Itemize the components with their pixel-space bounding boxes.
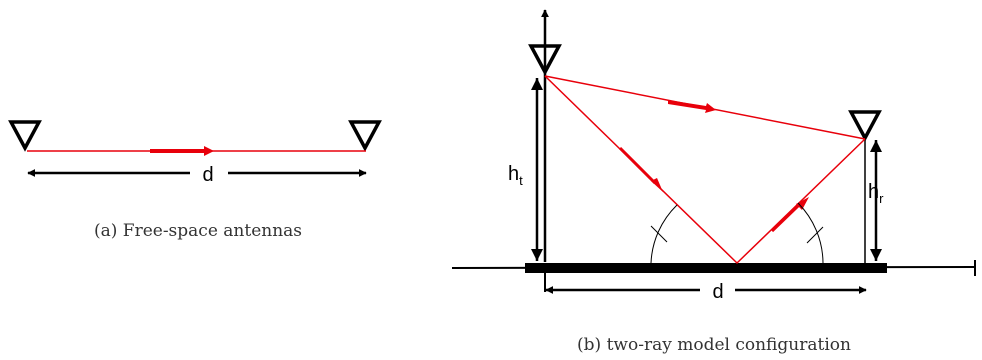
incidence-angle-arc <box>650 204 678 264</box>
receiver-antenna-icon-b <box>848 110 882 142</box>
rx-height-subscript: r <box>879 191 884 206</box>
transmitter-antenna-icon-b <box>528 44 562 76</box>
panel-a: d (a) Free-space antennas <box>8 120 382 241</box>
ground-plane <box>525 263 887 273</box>
panel-b: ht hr d (b) two-ray model configuration <box>451 9 976 355</box>
tx-height-subscript: t <box>519 173 523 188</box>
distance-label-b: d <box>712 281 723 303</box>
tx-height-arrow-top <box>531 78 543 90</box>
tx-height-arrow-bottom <box>531 249 543 261</box>
caption-a: (a) Free-space antennas <box>94 221 302 241</box>
reflection-angle-arc <box>797 202 824 264</box>
incident-ray-arrow <box>618 146 663 192</box>
receiver-antenna-icon <box>348 120 382 152</box>
distance-label-a: d <box>202 164 213 186</box>
direct-ray-arrow-b <box>668 100 716 113</box>
reflection-angle-tick <box>806 226 824 244</box>
rx-height-arrow-top <box>870 140 882 152</box>
rx-height-arrow-bottom <box>870 249 882 261</box>
tx-height-label: ht <box>508 163 523 188</box>
transmitter-antenna-icon <box>8 120 42 152</box>
caption-b: (b) two-ray model configuration <box>577 335 851 355</box>
rx-height-label: hr <box>868 181 884 206</box>
reflected-ray <box>544 75 866 265</box>
incidence-angle-tick <box>650 225 668 243</box>
direct-ray-arrow <box>150 146 214 156</box>
reflected-ray-arrow <box>770 197 809 233</box>
